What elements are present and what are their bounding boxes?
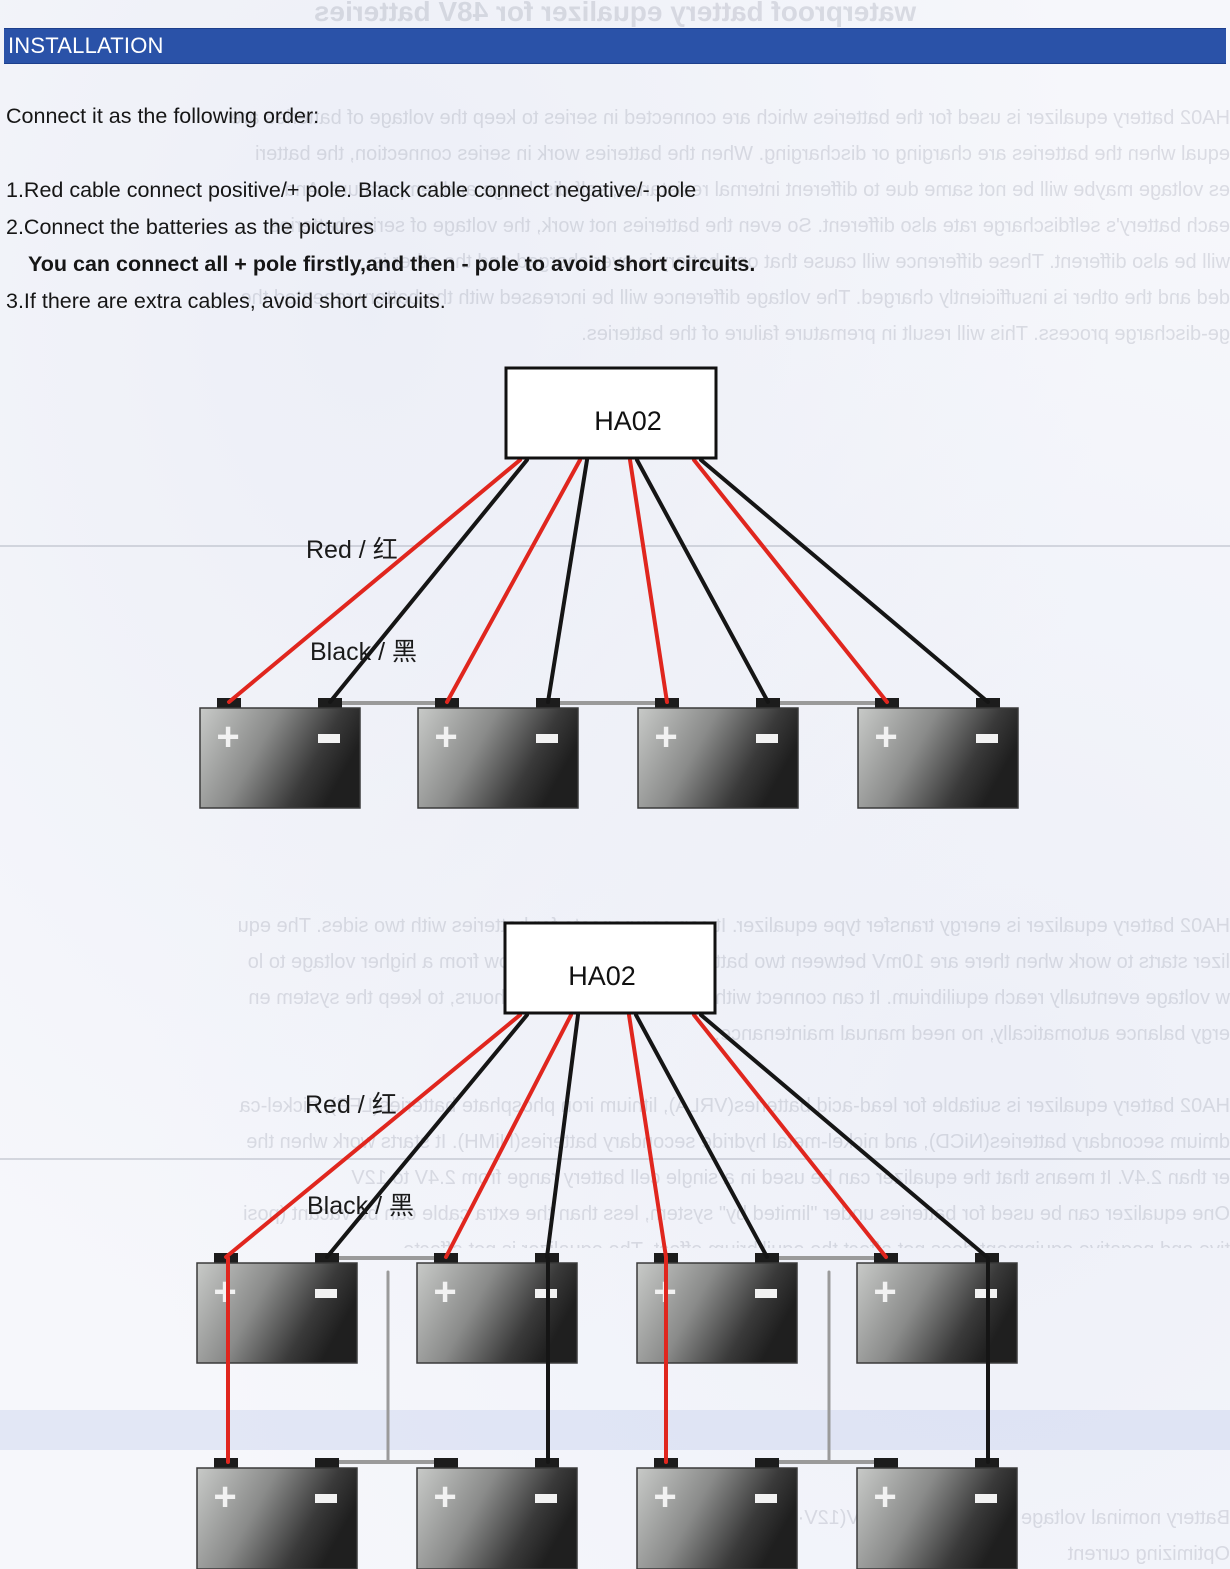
diagram-2: + + + + + + + + HA02 Red / 红 Black / 黑 (196, 921, 1018, 1569)
minus-icon (315, 1494, 337, 1503)
red-cable (445, 458, 582, 704)
red-cable (444, 1013, 573, 1259)
black-cable (546, 458, 589, 704)
minus-icon (755, 1289, 777, 1298)
step-2-note: You can connect all + pole firstly,and t… (28, 252, 756, 276)
series-parallel-link-cables (325, 1256, 888, 1464)
plus-icon: + (433, 1475, 456, 1519)
section-title: INSTALLATION (8, 33, 164, 58)
battery: + (196, 1458, 358, 1569)
battery-body (196, 1262, 358, 1364)
minus-icon (315, 1289, 337, 1298)
plus-icon: + (213, 1270, 236, 1314)
minus-icon (318, 734, 340, 743)
minus-icon (536, 734, 558, 743)
black-cable (325, 1013, 529, 1259)
battery-body (416, 1262, 578, 1364)
plus-icon: + (654, 715, 677, 759)
battery-body (856, 1467, 1018, 1569)
positive-terminal (874, 1253, 898, 1265)
black-cable-label: Black / 黑 (310, 638, 417, 666)
plus-icon: + (874, 715, 897, 759)
battery: + (637, 698, 799, 809)
plus-icon: + (873, 1475, 896, 1519)
battery: + (636, 1458, 798, 1569)
negative-terminal (755, 1253, 779, 1265)
battery: + (416, 1253, 578, 1364)
battery: + (199, 698, 361, 809)
negative-terminal (315, 1458, 339, 1470)
equalizer-box (503, 921, 717, 1015)
diagram-1: + + + + HA02 Red / 红 Black / 黑 (199, 366, 1019, 809)
equalizer-cables (227, 458, 990, 704)
red-cable (627, 1013, 668, 1259)
battery-body (416, 1467, 578, 1569)
red-cable (224, 1013, 522, 1259)
equalizer-device: HA02 (504, 366, 718, 460)
equalizer-cables (224, 1013, 990, 1464)
minus-icon (975, 1494, 997, 1503)
battery-body (636, 1467, 798, 1569)
battery: + (857, 698, 1019, 809)
section-header-bar: INSTALLATION (4, 28, 1226, 64)
plus-icon: + (213, 1475, 236, 1519)
red-cable (692, 1013, 888, 1259)
red-cable-label: Red / 红 (305, 1091, 397, 1119)
step-2: 2.Connect the batteries as the pictures (6, 215, 375, 239)
black-cable-label: Black / 黑 (307, 1192, 414, 1220)
intro-text: Connect it as the following order: (6, 104, 320, 128)
equalizer-device: HA02 (503, 921, 717, 1015)
red-cable (628, 458, 669, 704)
negative-terminal (535, 1458, 559, 1470)
battery-body (857, 707, 1019, 809)
battery: + (856, 1253, 1018, 1364)
battery: + (196, 1253, 358, 1364)
positive-terminal (214, 1458, 238, 1470)
plus-icon: + (433, 1270, 456, 1314)
red-cable-label: Red / 红 (306, 536, 398, 564)
battery-body (637, 707, 799, 809)
battery-grid: + + + + + + + + (196, 1253, 1018, 1569)
positive-terminal (874, 1458, 898, 1470)
battery: + (856, 1458, 1018, 1569)
battery: + (417, 698, 579, 809)
battery-body (856, 1262, 1018, 1364)
minus-icon (755, 1494, 777, 1503)
equalizer-label: HA02 (568, 961, 636, 991)
black-cable (545, 1013, 580, 1259)
black-cable (328, 458, 529, 704)
positive-terminal (875, 698, 899, 710)
battery-body (199, 707, 361, 809)
black-cable (699, 458, 990, 704)
battery-row: + + + + (199, 698, 1019, 809)
negative-terminal (318, 698, 342, 710)
positive-terminal (217, 698, 241, 710)
negative-terminal (976, 698, 1000, 710)
step-1: 1.Red cable connect positive/+ pole. Bla… (6, 178, 697, 202)
battery: + (636, 1253, 798, 1364)
plus-icon: + (216, 715, 239, 759)
plus-icon: + (434, 715, 457, 759)
equalizer-label: HA02 (594, 406, 662, 436)
black-cable (635, 458, 770, 704)
red-cable (692, 458, 889, 704)
minus-icon (976, 734, 998, 743)
negative-terminal (975, 1458, 999, 1470)
black-cable (634, 1013, 769, 1259)
battery-body (417, 707, 579, 809)
negative-terminal (755, 1458, 779, 1470)
battery-body (636, 1262, 798, 1364)
positive-terminal (434, 1458, 458, 1470)
minus-icon (535, 1494, 557, 1503)
red-cable (227, 458, 522, 704)
step-3: 3.If there are extra cables, avoid short… (6, 289, 446, 313)
plus-icon: + (873, 1270, 896, 1314)
black-cable (699, 1013, 989, 1259)
battery-body (196, 1467, 358, 1569)
minus-icon (756, 734, 778, 743)
equalizer-box (504, 366, 718, 460)
plus-icon: + (653, 1475, 676, 1519)
battery: + (416, 1458, 578, 1569)
